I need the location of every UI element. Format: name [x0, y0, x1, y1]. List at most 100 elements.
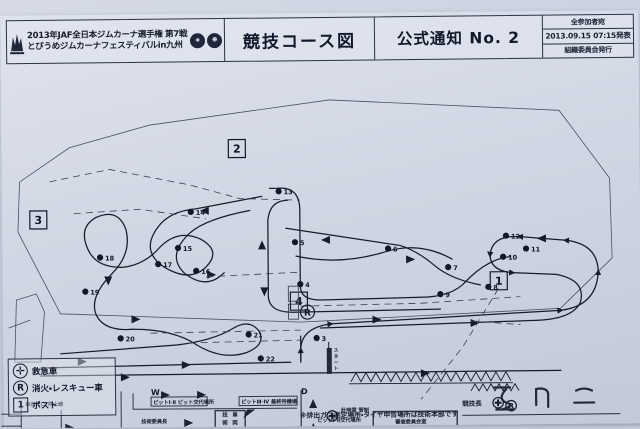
- cone-dot: [523, 245, 529, 251]
- cone-dot: [155, 261, 161, 267]
- cone-number: 22: [266, 355, 275, 363]
- label-start-1: タ: [334, 353, 339, 360]
- gas-measurement-note: ※排出ガス測定場所・タイヤ申告場所は技術本部です: [300, 408, 458, 419]
- legend-item-ambulance: ✛ 救急車: [13, 361, 111, 379]
- legend-label-ambulance: 救急車: [32, 365, 58, 377]
- tech-hq-char-4: 車: [232, 411, 238, 419]
- cone-dot: [500, 254, 506, 260]
- rescue-icon: R: [13, 380, 28, 395]
- cone-dot: [188, 209, 194, 215]
- header-title-block: 競技コース図: [225, 17, 375, 61]
- header-notice-block: 公式通知 No. 2: [375, 16, 543, 60]
- page-title: 競技コース図: [243, 26, 356, 52]
- series-badge-icon: ☻: [207, 33, 222, 48]
- handwritten-signature: [488, 380, 608, 415]
- cone-number: 6: [393, 245, 398, 253]
- label-paddock-2: パドック: [251, 426, 275, 428]
- label-pit-west: ピットⅠ·Ⅱ ピット交代場所: [153, 398, 215, 406]
- cone-marker: 4: [297, 281, 310, 289]
- cone-marker: 5: [292, 239, 305, 247]
- header-meta-block: 全参加者宛 2013.09.15 07:15発表 組織委員会発行: [543, 15, 633, 58]
- post-icon: 1: [13, 397, 28, 412]
- cone-number: 3: [322, 335, 327, 343]
- cone-dot: [437, 291, 443, 297]
- label-pit-east: ピットⅢ·Ⅳ 最終待機場: [241, 397, 298, 405]
- label-start-3: ト: [334, 366, 339, 372]
- label-start-0: ス: [334, 348, 339, 354]
- cone-number: 13: [284, 188, 293, 196]
- post-box: 3: [30, 211, 47, 229]
- label-east-mark: D: [301, 387, 308, 396]
- post-number: 4: [295, 295, 303, 308]
- start-line-marker: [327, 342, 332, 374]
- cone-number: 14: [196, 209, 206, 217]
- post-number: 2: [233, 143, 241, 156]
- cone-marker: 17: [155, 261, 172, 269]
- cone-marker: 9: [437, 291, 450, 299]
- cone-marker: 19: [82, 288, 100, 296]
- course-track-lines: [40, 186, 599, 376]
- document-header: 2013年JAF全日本ジムカーナ選手権 第7戦 とびうめジムカーナフェスティバル…: [6, 14, 634, 65]
- legend-item-post: 1 ポスト: [13, 395, 111, 413]
- cone-dot: [193, 268, 199, 274]
- legend-label-rescue: 消火・レスキュー車: [32, 381, 103, 394]
- legend-label-post: ポスト: [32, 399, 58, 411]
- cone-marker: 22: [258, 355, 275, 363]
- cone-number: 21: [254, 331, 264, 339]
- tech-hq-char-6: 検: [232, 427, 238, 429]
- meta-datetime: 2013.09.15 07:15発表: [543, 28, 633, 44]
- meta-addressee: 全参加者宛: [543, 15, 633, 29]
- cone-dot: [445, 264, 451, 270]
- legend-item-rescue: R 消火・レスキュー車: [13, 378, 111, 396]
- cone-marker: 3: [314, 335, 327, 343]
- cone-marker: 16: [193, 268, 211, 276]
- cone-marker: 14: [188, 209, 206, 217]
- cone-number: 9: [445, 291, 450, 299]
- post-number: 1: [495, 275, 503, 288]
- header-event-block: 2013年JAF全日本ジムカーナ選手権 第7戦 とびうめジムカーナフェスティバル…: [7, 19, 225, 63]
- cone-marker: 13: [276, 188, 293, 196]
- cone-dot: [385, 245, 391, 251]
- map-legend: ✛ 救急車 R 消火・レスキュー車 1 ポスト: [8, 357, 117, 416]
- tech-hq-char-1: 術: [221, 419, 228, 427]
- cone-dot: [97, 254, 103, 260]
- cone-dot: [276, 188, 282, 194]
- cone-number: 19: [90, 289, 100, 297]
- tech-hq-char-0: 技: [222, 411, 228, 419]
- label-tech-chief: 技術委員長: [141, 417, 168, 425]
- label-start-2: ー: [334, 361, 339, 366]
- circuit-outline: [7, 98, 613, 362]
- cone-marker: 18: [97, 254, 115, 262]
- notice-number: 公式通知 No. 2: [397, 26, 520, 49]
- organizer-logo-icon: [9, 29, 25, 55]
- cone-number: 11: [531, 245, 541, 253]
- cone-marker: 21: [246, 331, 264, 339]
- cone-dot: [503, 233, 509, 239]
- cone-number: 17: [163, 261, 172, 269]
- cone-dot: [246, 331, 252, 337]
- post-box: 2: [228, 140, 245, 158]
- cone-marker: 11: [523, 245, 541, 253]
- cone-number: 5: [300, 239, 305, 247]
- direction-arrows: [77, 204, 547, 381]
- cone-dot: [118, 335, 124, 341]
- cone-marker: 20: [118, 335, 136, 343]
- cone-dot: [314, 335, 320, 341]
- cone-dot: [175, 245, 181, 251]
- cone-dot: [258, 355, 264, 361]
- cone-marker: 10: [500, 254, 518, 262]
- cone-number: 4: [305, 281, 310, 289]
- label-west-mark: W: [151, 388, 160, 397]
- meta-issuer: 組織委員会発行: [543, 43, 633, 57]
- cone-number: 16: [201, 268, 211, 276]
- cone-number: 15: [183, 245, 193, 253]
- cone-number: 12: [511, 233, 520, 241]
- jaf-badge-icon: ◉: [190, 33, 205, 48]
- event-title-line2: とびうめジムカーナフェスティバルin九州: [27, 40, 187, 53]
- signature-label: 競技長: [462, 398, 482, 408]
- cone-marker: 12: [503, 233, 520, 241]
- organizer-badges: ◉ ☻: [190, 33, 222, 48]
- cone-number: 18: [105, 254, 115, 262]
- cone-marker: 7: [445, 264, 458, 272]
- cone-number: 7: [453, 264, 458, 272]
